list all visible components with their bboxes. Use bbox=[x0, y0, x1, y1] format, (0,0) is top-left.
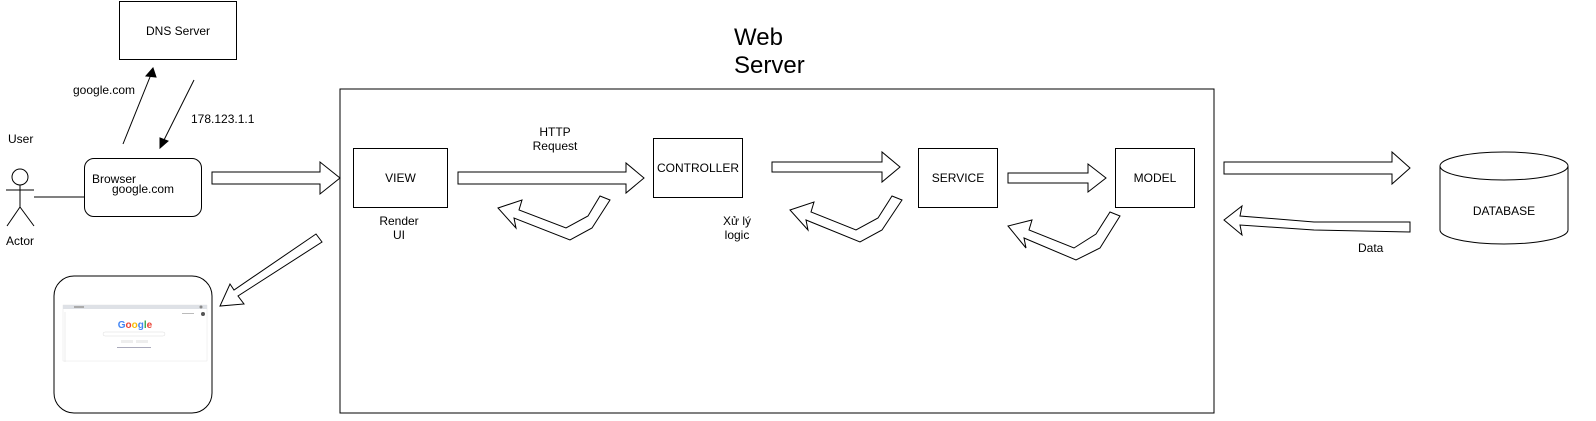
google-thumbnail: Google bbox=[62, 304, 208, 362]
render-line2: UI bbox=[393, 228, 405, 242]
database-cylinder bbox=[1439, 151, 1569, 245]
dns-server-label: DNS Server bbox=[145, 23, 210, 38]
actor-figure bbox=[6, 168, 35, 227]
http-line2: Request bbox=[532, 139, 578, 153]
dns-response-arrow bbox=[159, 79, 195, 150]
svg-text:Google: Google bbox=[118, 320, 153, 331]
web-server-title-line2: Server bbox=[734, 52, 805, 79]
controller-to-service-arrow bbox=[771, 150, 901, 184]
actor-label: Actor bbox=[6, 234, 35, 248]
model-box: MODEL bbox=[1115, 148, 1195, 208]
google-request-label: google.com bbox=[73, 83, 136, 97]
service-label: SERVICE bbox=[931, 171, 985, 185]
browser-box: Browser google.com bbox=[84, 158, 202, 217]
view-box: VIEW bbox=[353, 148, 448, 208]
data-label: Data bbox=[1358, 241, 1384, 255]
service-to-model-arrow bbox=[1007, 162, 1107, 194]
logic-label: Xử lý logic bbox=[711, 214, 763, 242]
browser-label: Browser bbox=[92, 172, 137, 186]
web-server-title: Web Server bbox=[734, 24, 805, 80]
database-label: DATABASE bbox=[1472, 204, 1536, 218]
model-to-service-return-arrow bbox=[1007, 211, 1121, 261]
web-server-container bbox=[339, 88, 1215, 414]
browser-url-label: google.com bbox=[112, 182, 175, 196]
database-to-server-arrow bbox=[1223, 204, 1411, 237]
view-to-render-arrow bbox=[219, 233, 323, 307]
controller-label: CONTROLLER bbox=[656, 161, 739, 175]
logic-line1: Xử lý bbox=[722, 214, 752, 228]
view-to-controller-arrow bbox=[457, 161, 645, 195]
user-label: User bbox=[8, 132, 34, 146]
dns-server-box: DNS Server bbox=[119, 1, 237, 60]
http-line1: HTTP bbox=[539, 125, 571, 139]
render-ui-label: Render UI bbox=[373, 214, 425, 242]
controller-box: CONTROLLER bbox=[653, 138, 743, 198]
server-to-database-arrow bbox=[1223, 150, 1411, 186]
service-box: SERVICE bbox=[918, 148, 998, 208]
browser-to-view-arrow bbox=[211, 160, 341, 196]
ip-response-label: 178.123.1.1 bbox=[191, 112, 255, 126]
service-to-controller-return-arrow bbox=[789, 195, 903, 243]
http-request-label: HTTP Request bbox=[523, 125, 587, 153]
web-server-title-line1: Web bbox=[734, 24, 783, 51]
controller-to-view-return-arrow bbox=[497, 195, 611, 241]
model-label: MODEL bbox=[1133, 171, 1177, 185]
render-line1: Render bbox=[379, 214, 419, 228]
dns-request-arrow bbox=[122, 67, 157, 145]
logic-line2: logic bbox=[724, 228, 750, 242]
view-label: VIEW bbox=[385, 171, 416, 185]
